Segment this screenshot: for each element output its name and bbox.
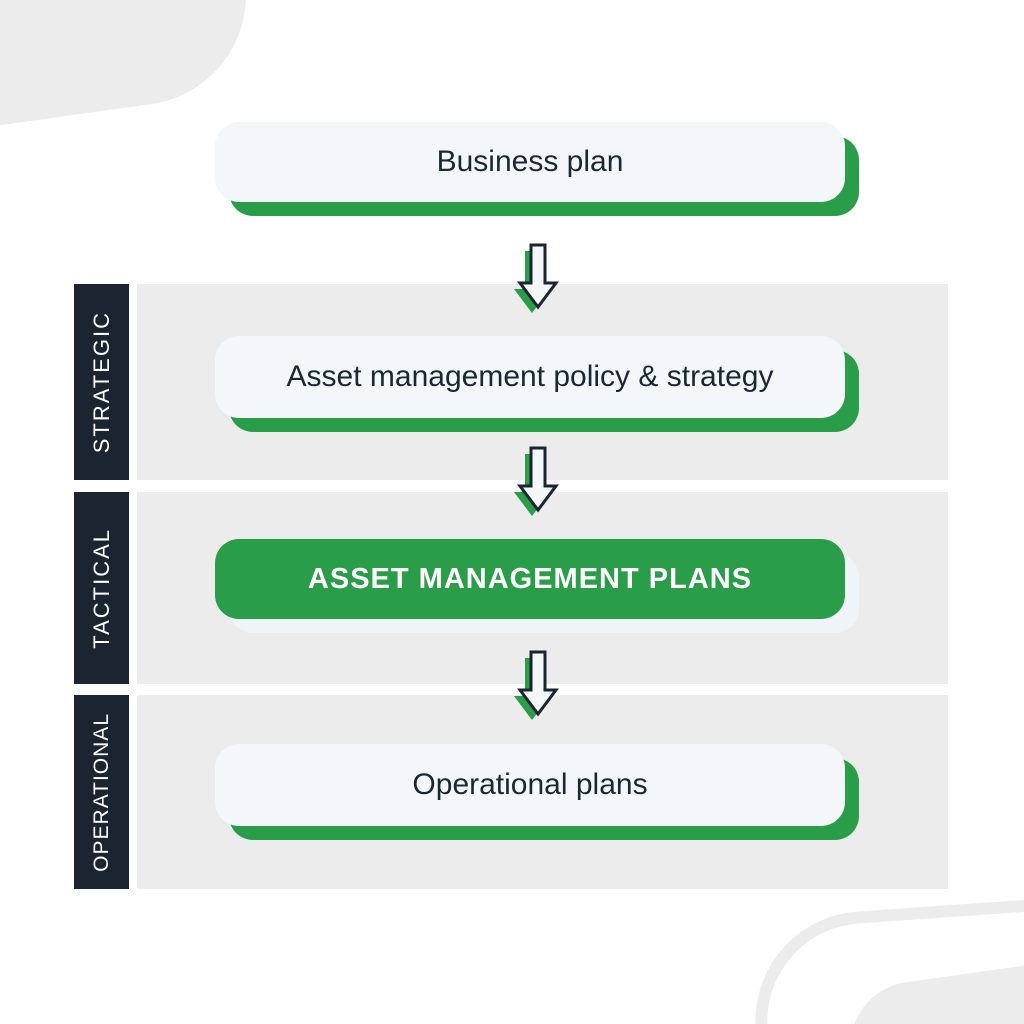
box-business-plan: Business plan (215, 122, 859, 216)
down-arrow-icon (514, 650, 559, 720)
connector-arrow-2 (510, 446, 566, 518)
box-operational-plans-face: Operational plans (215, 744, 845, 826)
box-am-policy-strategy-face: Asset management policy & strategy (215, 336, 845, 418)
box-am-policy-strategy: Asset management policy & strategy (215, 336, 859, 432)
down-arrow-icon (514, 446, 559, 516)
box-business-plan-label: Business plan (436, 145, 624, 178)
band-label-operational: OPERATIONAL (74, 695, 129, 889)
band-label-strategic: STRATEGIC (74, 284, 129, 480)
band-label-operational-text: OPERATIONAL (89, 712, 113, 872)
box-operational-plans: Operational plans (215, 744, 859, 840)
band-label-strategic-text: STRATEGIC (88, 310, 114, 454)
box-am-plans-face: ASSET MANAGEMENT PLANS (215, 539, 845, 619)
box-am-policy-strategy-label: Asset management policy & strategy (286, 360, 774, 393)
connector-arrow-3 (510, 650, 566, 722)
connector-arrow-1 (510, 243, 566, 315)
box-business-plan-face: Business plan (215, 122, 845, 202)
box-operational-plans-label: Operational plans (412, 768, 648, 801)
band-label-tactical-text: TACTICAL (88, 527, 114, 649)
down-arrow-icon (514, 243, 559, 313)
box-am-plans-label: ASSET MANAGEMENT PLANS (307, 562, 753, 595)
band-label-tactical: TACTICAL (74, 492, 129, 684)
box-am-plans: ASSET MANAGEMENT PLANS (215, 539, 859, 633)
